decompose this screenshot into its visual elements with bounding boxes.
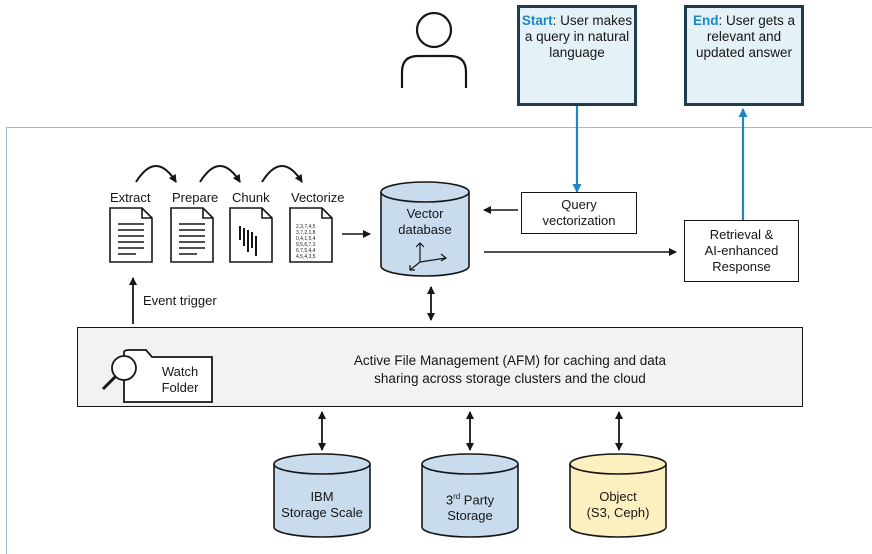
- step-chunk-label: Chunk: [232, 190, 270, 205]
- third-party-storage-label: 3rd Party Storage: [422, 489, 518, 524]
- object-storage-line1: Object: [599, 489, 637, 504]
- vector-number-row: 4,5,4,3,5: [296, 254, 316, 260]
- step-extract-label: Extract: [110, 190, 151, 205]
- retrieval-line1: Retrieval &: [709, 227, 774, 242]
- object-storage-line2: (S3, Ceph): [586, 505, 650, 520]
- query-vectorization-line1: Query: [561, 197, 597, 212]
- vector-number-row: 0,4,1,5,4: [296, 236, 316, 242]
- curved-arrow-3: [261, 165, 303, 183]
- afm-description: Active File Management (AFM) for caching…: [300, 352, 720, 388]
- vector-number-row: 2,3,7,4,5: [296, 224, 316, 230]
- third-party-line1: 3rd Party: [445, 492, 495, 508]
- third-party-line2: Storage: [447, 508, 493, 524]
- query-vectorization-box: Query vectorization: [521, 192, 637, 234]
- vector-number-row: 9,5,6,7,3: [296, 242, 316, 248]
- afm-line1: Active File Management (AFM) for caching…: [353, 353, 667, 368]
- retrieval-line3: Response: [712, 259, 771, 274]
- step-prepare-label: Prepare: [172, 190, 219, 205]
- vector-numbers: 2,3,7,4,53,7,2,1,80,4,1,5,49,5,6,7,36,7,…: [296, 224, 316, 260]
- vectorize-document-icon: [289, 207, 333, 263]
- ibm-storage-line1: IBM: [310, 489, 334, 504]
- ibm-storage-line2: Storage Scale: [281, 505, 363, 520]
- end-label: End: [692, 13, 719, 28]
- retrieval-line2: AI-enhanced: [704, 243, 779, 258]
- start-callout: Start: User makes a query in natural lan…: [517, 5, 637, 106]
- ibm-storage-label: IBM Storage Scale: [274, 489, 370, 521]
- object-storage-label: Object (S3, Ceph): [570, 489, 666, 521]
- watch-folder-label: Watch Folder: [150, 364, 210, 396]
- start-text: : User makes a query in natural language: [524, 13, 633, 60]
- user-icon: [400, 11, 468, 88]
- extract-document-icon: [109, 207, 153, 263]
- watch-folder-line2: Folder: [161, 380, 199, 395]
- vector-number-row: 6,7,5,4,4: [296, 248, 316, 254]
- vector-db-line1: Vector: [406, 206, 444, 221]
- third-party-storage-cylinder: [421, 453, 519, 538]
- vector-db-label: Vector database: [381, 206, 469, 238]
- start-label: Start: [521, 13, 553, 28]
- end-callout: End: User gets a relevant and updated an…: [684, 5, 804, 106]
- vector-number-row: 3,7,2,1,8: [296, 230, 316, 236]
- curved-arrow-1: [135, 165, 177, 183]
- afm-line2: sharing across storage clusters and the …: [374, 371, 646, 386]
- prepare-document-icon: [170, 207, 214, 263]
- system-boundary: [6, 127, 872, 554]
- end-text: : User gets a relevant and updated answe…: [695, 13, 796, 60]
- vector-axes-icon: [409, 242, 448, 271]
- ibm-storage-scale-cylinder: [273, 453, 371, 538]
- curved-arrow-2: [199, 165, 241, 183]
- chunk-document-icon: [229, 207, 273, 263]
- vector-db-line2: database: [398, 222, 452, 237]
- step-vectorize-label: Vectorize: [291, 190, 345, 205]
- event-trigger-label: Event trigger: [143, 293, 217, 308]
- watch-folder-line1: Watch: [161, 364, 199, 379]
- object-storage-cylinder: [569, 453, 667, 538]
- vector-database-cylinder: [380, 181, 470, 277]
- retrieval-box: Retrieval & AI-enhanced Response: [684, 220, 799, 282]
- query-vectorization-line2: vectorization: [542, 213, 616, 228]
